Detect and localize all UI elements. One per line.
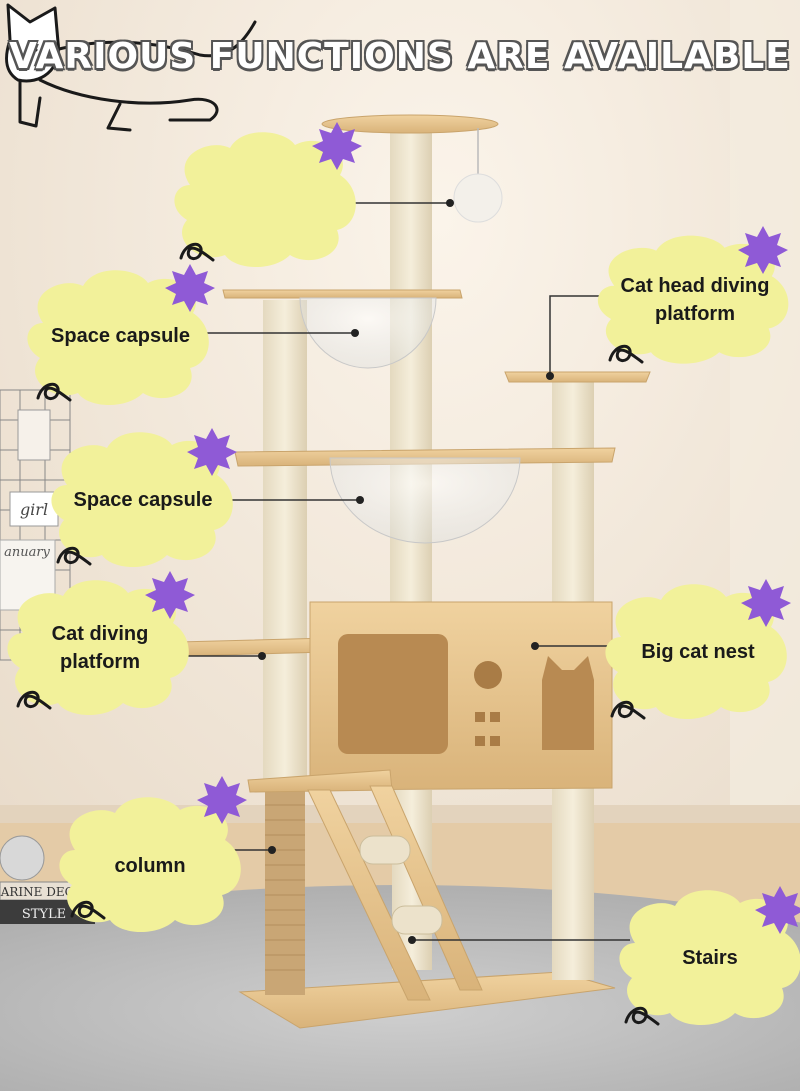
star-burst-icon: [741, 579, 791, 627]
rope-texture: [265, 804, 305, 971]
cat-head-platform: [504, 371, 651, 383]
star-burst-icon: [187, 428, 237, 476]
callout-label-cat-diving-platform: Cat diving platform: [51, 623, 149, 673]
nest-front-opening: [338, 634, 448, 754]
star-burst-icon: [197, 776, 247, 824]
callout-label-stairs: Stairs: [682, 947, 738, 969]
stairs-left-rail: [307, 789, 431, 1001]
hanging-pompom-ball: [453, 173, 503, 223]
star-burst-icon: [738, 226, 788, 274]
cat-head-opening: [542, 656, 594, 750]
book-top-text: MARINE DECO: [0, 885, 84, 899]
callout-label-column: column: [114, 855, 186, 877]
stair-step-lower: [391, 905, 443, 935]
left-post: [263, 300, 307, 790]
wall-note-girl: [9, 491, 59, 527]
star-burst-icon: [312, 122, 362, 170]
stair-step-upper: [359, 835, 411, 865]
upper-space-capsule: [299, 297, 437, 369]
star-burst-icon: [165, 264, 215, 312]
wall-note-card: [17, 409, 51, 461]
callout-label-space-capsule-upper: Space capsule: [51, 325, 190, 347]
central-tall-post: [390, 130, 432, 630]
callout-leader-dots: [258, 199, 554, 944]
desk-clock: [0, 835, 45, 881]
callout-label-big-cat-nest: Big cat nest: [641, 641, 755, 663]
book-bottom-text: STYLE: [22, 907, 66, 922]
callout-label-cat-head-diving-platform: Cat head diving platform: [620, 275, 770, 325]
lower-space-capsule: [329, 457, 521, 544]
nest-square-windows: [475, 712, 500, 746]
star-burst-icon: [145, 571, 195, 619]
curtain: [730, 0, 800, 850]
page-title: VARIOUS FUNCTIONS ARE AVAILABLE: [9, 36, 791, 77]
upper-capsule-platform: [222, 289, 463, 299]
rope-column: [265, 790, 305, 995]
top-platform: [321, 114, 499, 134]
cat-doodle-illustration: [4, 3, 257, 132]
calendar-text: anuary: [4, 545, 50, 560]
wall-note-text: girl: [20, 500, 48, 519]
callout-label-space-capsule-lower: Space capsule: [73, 489, 213, 511]
callout-leader-lines: [178, 202, 630, 941]
nest-round-window: [474, 661, 502, 689]
